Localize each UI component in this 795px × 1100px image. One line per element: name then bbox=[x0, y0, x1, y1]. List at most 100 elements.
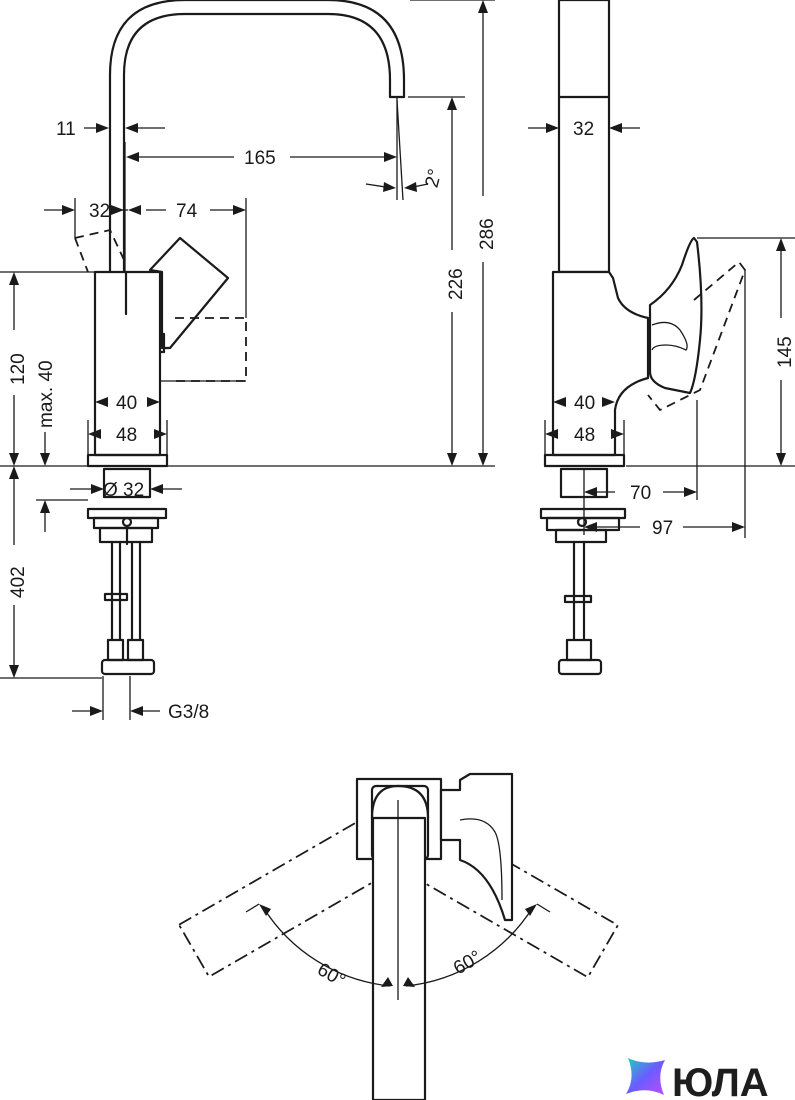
arrow bbox=[732, 522, 745, 532]
arrow bbox=[383, 182, 396, 192]
dim-145: 145 bbox=[775, 336, 795, 368]
dim-11: 11 bbox=[56, 119, 76, 140]
side-handle-contour bbox=[651, 321, 688, 351]
dim-line bbox=[536, 903, 551, 913]
arrow bbox=[111, 205, 124, 215]
arrow bbox=[447, 97, 457, 110]
arrow bbox=[9, 272, 19, 285]
arrow bbox=[9, 466, 19, 479]
logo-text: ЮЛА bbox=[672, 1061, 769, 1100]
dim-40-front: 40 bbox=[116, 393, 137, 414]
top-spout bbox=[371, 816, 427, 1100]
arrow bbox=[88, 429, 101, 439]
side-handle-dashed bbox=[647, 260, 747, 412]
arrow bbox=[584, 487, 597, 497]
arrow bbox=[546, 123, 559, 133]
arrow bbox=[384, 152, 397, 162]
front-handle-dashed-top bbox=[74, 228, 126, 273]
arrow bbox=[233, 205, 246, 215]
arrow bbox=[147, 397, 160, 407]
front-hose-clip bbox=[103, 592, 129, 602]
dim-165: 165 bbox=[244, 148, 276, 169]
water-stream bbox=[396, 99, 404, 201]
arrow bbox=[545, 429, 558, 439]
arrow bbox=[40, 453, 50, 466]
arrow bbox=[776, 453, 786, 466]
dim-2-degrees: 2° bbox=[421, 167, 446, 190]
front-spout bbox=[108, 0, 406, 274]
arrow bbox=[684, 487, 697, 497]
arrow bbox=[403, 977, 415, 987]
front-body bbox=[93, 270, 162, 457]
arrow bbox=[259, 904, 271, 916]
front-view bbox=[74, 0, 406, 676]
side-clamp bbox=[554, 528, 608, 544]
arrow bbox=[447, 453, 457, 466]
side-nut bbox=[545, 516, 621, 532]
side-hose-nut bbox=[557, 658, 603, 676]
dim-48-front: 48 bbox=[116, 425, 137, 446]
arrow bbox=[91, 484, 104, 494]
front-nut-top bbox=[86, 507, 168, 520]
side-clamp-bolt bbox=[576, 516, 588, 528]
top-arc-left bbox=[262, 906, 391, 987]
angle-label-left: 60° bbox=[314, 959, 349, 992]
arrow bbox=[9, 453, 19, 466]
arrow bbox=[126, 152, 139, 162]
arrow bbox=[478, 453, 488, 466]
dim-line bbox=[245, 903, 260, 913]
dim-286: 286 bbox=[477, 218, 498, 250]
dim-48-side: 48 bbox=[574, 425, 595, 446]
side-hose-clip bbox=[563, 594, 593, 604]
side-hoses bbox=[572, 540, 586, 642]
dim-g38: G3/8 bbox=[168, 702, 209, 723]
top-lever bbox=[439, 772, 514, 922]
arrow bbox=[90, 706, 103, 716]
arrow bbox=[381, 977, 393, 987]
side-body bbox=[551, 270, 650, 457]
side-hose-fitting bbox=[565, 638, 593, 662]
arrow bbox=[125, 123, 138, 133]
top-arc-right bbox=[405, 906, 534, 987]
arrow bbox=[404, 182, 417, 192]
dim-40-side: 40 bbox=[574, 393, 595, 414]
top-spout-arc bbox=[370, 784, 430, 820]
arrow bbox=[478, 0, 488, 13]
arrow bbox=[128, 205, 141, 215]
arrow bbox=[776, 238, 786, 251]
front-base bbox=[86, 453, 169, 468]
arrow bbox=[611, 429, 624, 439]
front-hoses bbox=[110, 540, 142, 642]
arrow bbox=[553, 397, 566, 407]
star-sparkle-icon bbox=[626, 1058, 665, 1095]
dim-120: 120 bbox=[8, 353, 29, 385]
side-base bbox=[543, 453, 626, 468]
front-dimensions: 11 165 2° 32 74 226 bbox=[0, 0, 498, 723]
front-shank bbox=[102, 467, 152, 499]
dim-97: 97 bbox=[652, 518, 673, 539]
arrow bbox=[96, 123, 109, 133]
dim-402: 402 bbox=[8, 566, 29, 598]
dim-74: 74 bbox=[176, 201, 198, 222]
arrow bbox=[154, 429, 167, 439]
dim-226: 226 bbox=[446, 268, 467, 300]
angle-label-right: 60° bbox=[450, 947, 485, 980]
arrow bbox=[9, 665, 19, 678]
top-view: 60° 60° bbox=[177, 772, 620, 1100]
top-lever-contour bbox=[459, 818, 503, 901]
arrow bbox=[584, 522, 597, 532]
dim-32-side: 32 bbox=[573, 119, 594, 140]
yula-logo: ЮЛА bbox=[626, 1058, 769, 1100]
side-dimensions: 32 145 40 48 70 97 bbox=[528, 119, 795, 539]
side-nut-top bbox=[539, 507, 627, 520]
dim-max-40: max. 40 bbox=[36, 360, 57, 428]
front-hose-fitting-left bbox=[106, 638, 125, 662]
dim-70: 70 bbox=[630, 483, 651, 504]
arrow bbox=[40, 500, 50, 513]
arrow bbox=[95, 397, 108, 407]
dim-32-top: 32 bbox=[89, 201, 110, 222]
side-handle bbox=[648, 236, 703, 395]
front-clamp-bolt bbox=[121, 516, 133, 528]
front-handle bbox=[148, 236, 230, 350]
